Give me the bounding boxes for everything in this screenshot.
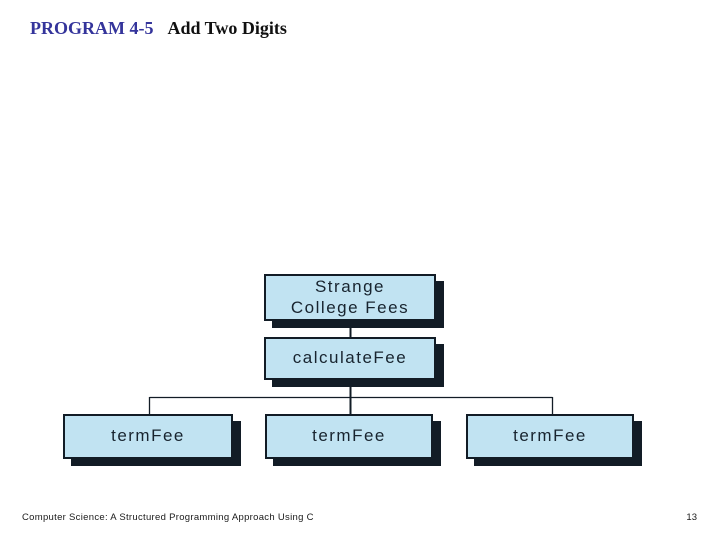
chart-box-term-fee-3: termFee [466, 414, 634, 459]
chart-box-label: Strange College Fees [290, 277, 410, 317]
page-number: 13 [686, 512, 697, 523]
chart-box-term-fee-2: termFee [265, 414, 433, 459]
chart-box-strange-college-fees: Strange College Fees [264, 274, 436, 321]
chart-box-calculate-fee: calculateFee [264, 337, 436, 380]
chart-box-label: termFee [312, 426, 386, 446]
footer-credit: Computer Science: A Structured Programmi… [22, 512, 314, 523]
program-number-label: PROGRAM 4-5 [30, 18, 154, 38]
chart-box-label: termFee [513, 426, 587, 446]
chart-box-label: termFee [111, 426, 185, 446]
chart-box-label: calculateFee [292, 348, 408, 368]
chart-box-term-fee-1: termFee [63, 414, 233, 459]
slide-title-text: Add Two Digits [167, 18, 287, 38]
slide-title: PROGRAM 4-5 Add Two Digits [30, 18, 287, 39]
